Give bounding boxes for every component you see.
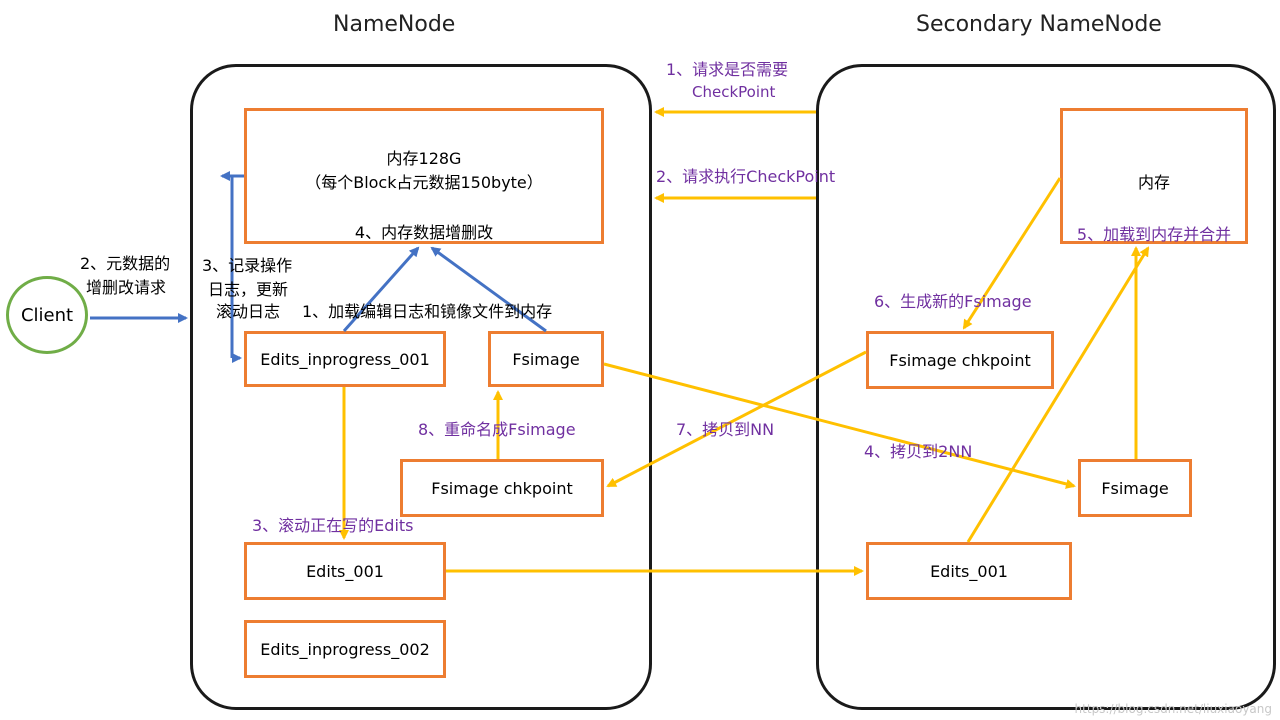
arrow-edits-to-snn-memory <box>966 246 1150 543</box>
namenode-container <box>190 64 652 710</box>
label-step3-line2: 日志，更新 <box>208 280 289 299</box>
secondary-namenode-title: Secondary NameNode <box>916 12 1162 37</box>
nn-fsimage-chkpoint-box: Fsimage chkpoint <box>400 459 604 517</box>
arrow-memory-to-chkpoint <box>962 177 1062 330</box>
client-node: Client <box>6 276 88 354</box>
arrow-edits-to-memory <box>342 246 420 332</box>
label-step2-line1: 2、元数据的 <box>80 254 171 273</box>
watermark: https://blog.csdn.net/liuxiaoyang <box>1074 702 1272 716</box>
label-step2-line2: 增删改请求 <box>86 278 167 297</box>
namenode-title: NameNode <box>333 12 456 37</box>
label-snn-step1-line2: CheckPoint <box>692 83 776 101</box>
arrow-fsimage-copy-to-snn <box>603 362 1076 489</box>
label-snn-step2: 2、请求执行CheckPoint <box>656 167 836 186</box>
label-step1-load: 1、加载编辑日志和镜像文件到内存 <box>302 302 553 321</box>
snn-fsimage-box: Fsimage <box>1078 459 1192 517</box>
nn-memory-line2: （每个Block占元数据150byte） <box>305 173 543 192</box>
label-step6: 6、生成新的Fsimage <box>874 292 1032 311</box>
nn-edits-inprogress-001-box: Edits_inprogress_001 <box>244 331 446 387</box>
nn-memory-box: 内存128G （每个Block占元数据150byte） 4、内存数据增删改 <box>244 108 604 244</box>
nn-memory-step: 4、内存数据增删改 <box>354 223 494 242</box>
snn-fsimage-chkpoint-box: Fsimage chkpoint <box>866 331 1054 389</box>
label-step7: 7、拷贝到NN <box>676 420 775 439</box>
label-step3-roll: 3、滚动正在写的Edits <box>252 516 414 535</box>
snn-memory-step: 5、加载到内存并合并 <box>1076 225 1232 244</box>
label-step8: 8、重命名成Fsimage <box>418 420 576 439</box>
label-step4-copy: 4、拷贝到2NN <box>864 442 973 461</box>
label-step3-line1: 3、记录操作 <box>202 256 293 275</box>
secondary-namenode-container <box>816 64 1276 710</box>
client-label: Client <box>20 304 74 326</box>
nn-edits-inprogress-002-box: Edits_inprogress_002 <box>244 620 446 678</box>
label-step3-line3: 滚动日志 <box>216 302 281 321</box>
snn-memory-label: 内存 <box>1137 173 1170 192</box>
nn-fsimage-box: Fsimage <box>488 331 604 387</box>
arrow-chkpoint-copy-to-nn <box>606 350 867 488</box>
nn-edits-001-box: Edits_001 <box>244 542 446 600</box>
snn-edits-001-box: Edits_001 <box>866 542 1072 600</box>
arrow-fsimage-to-memory <box>430 246 547 333</box>
nn-memory-line1: 内存128G <box>386 149 462 168</box>
snn-memory-box: 内存 5、加载到内存并合并 <box>1060 108 1248 244</box>
label-snn-step1-line1: 1、请求是否需要 <box>666 60 789 79</box>
